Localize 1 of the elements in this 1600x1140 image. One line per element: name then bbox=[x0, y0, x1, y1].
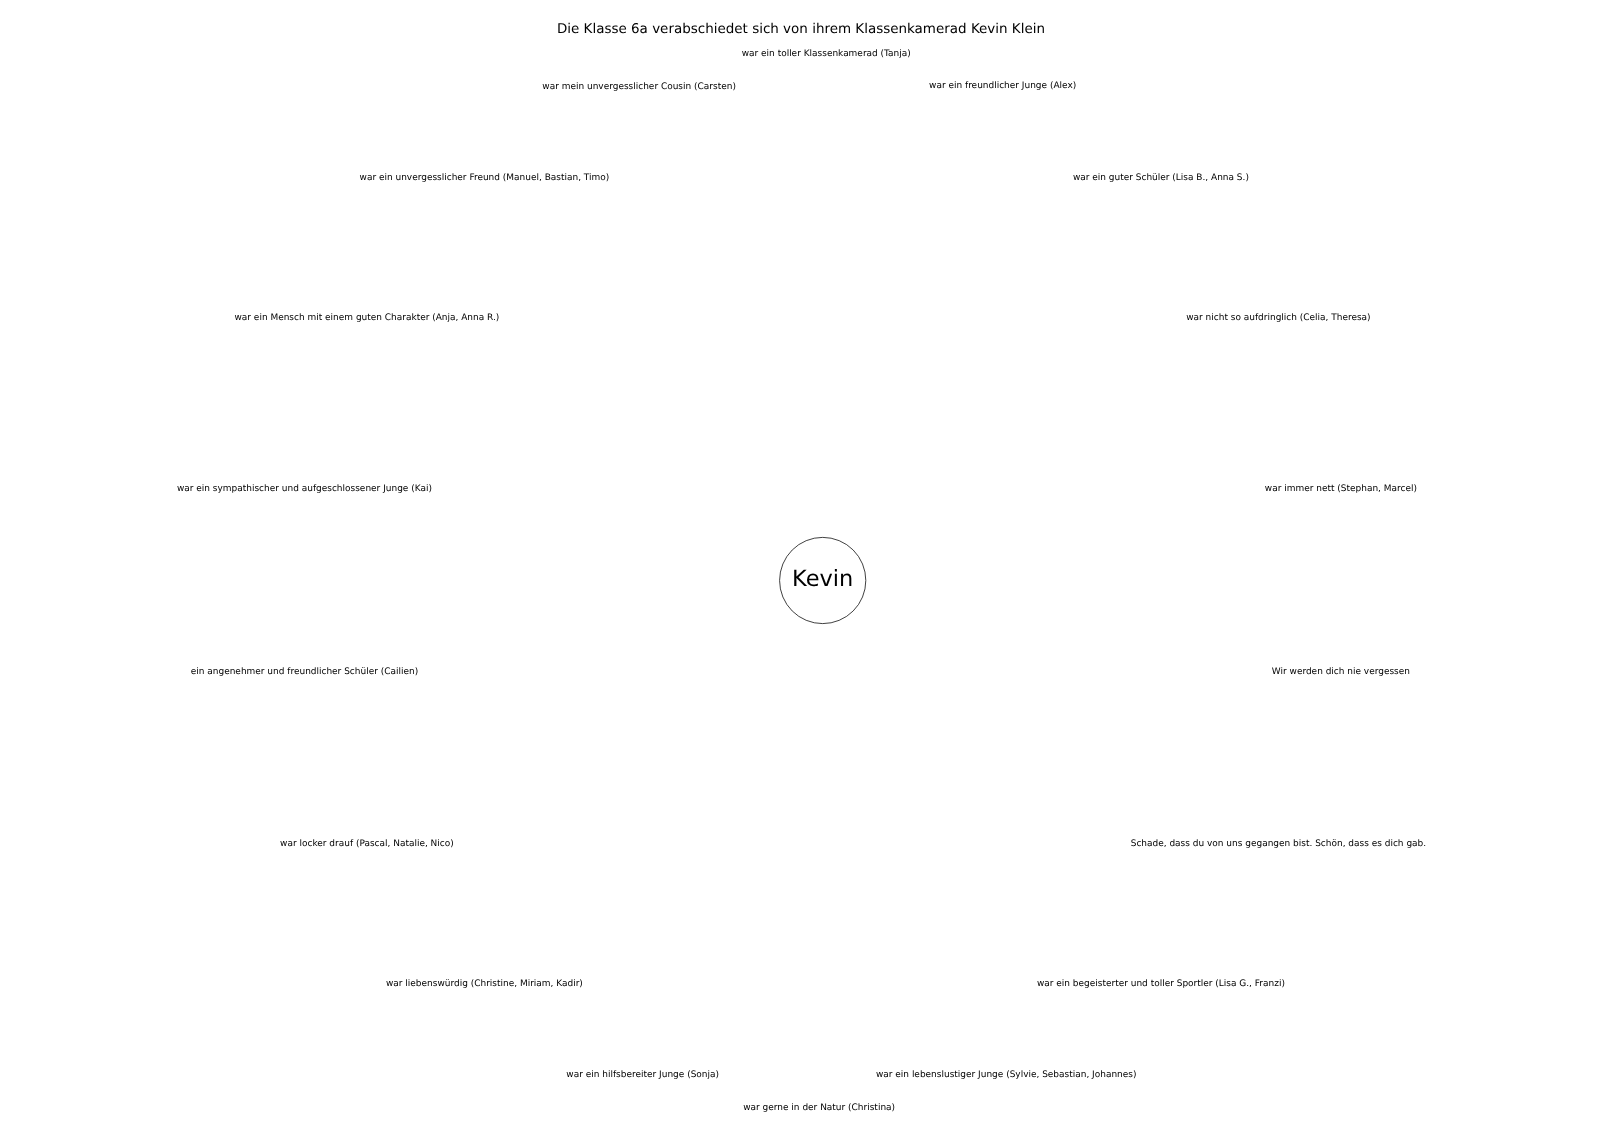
node-circle: Kevin bbox=[778, 537, 866, 624]
